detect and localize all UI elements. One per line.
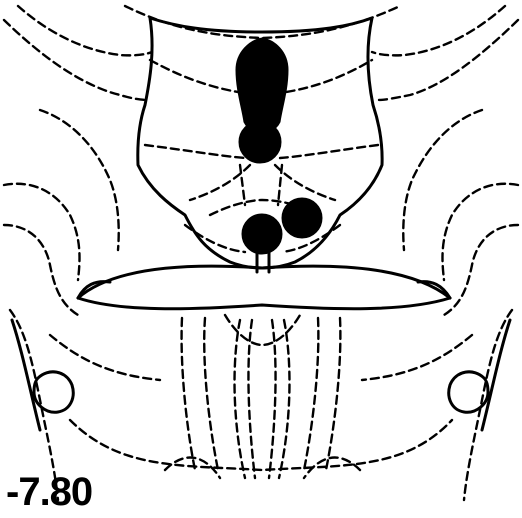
lateral-right-lower [444, 225, 518, 315]
lateral-nucleus-right [449, 372, 488, 412]
inner-v-right [275, 165, 335, 200]
lesion-dorsal-elongated [236, 38, 288, 132]
lateral-left-upper [4, 184, 80, 280]
lateral-right-mid [403, 110, 482, 250]
commissure-upper [78, 266, 450, 298]
ventral-arc-right [362, 335, 472, 380]
ventral-base [70, 420, 452, 470]
dorsal-contour-left [4, 20, 148, 100]
commissure-lower [78, 298, 450, 309]
inner-line-right [280, 145, 378, 158]
ventral-column-3 [326, 318, 340, 470]
ventral-arc-left [50, 335, 160, 380]
commissure-ends [78, 282, 450, 298]
ventral-column-1 [182, 318, 195, 470]
lesion-ventral-left [242, 214, 282, 254]
lateral-left-mid [40, 110, 119, 250]
lesion-middle [239, 121, 281, 163]
ventral-column-2 [204, 318, 218, 470]
inner-line-left [145, 145, 245, 158]
coordinate-label: -7.80 [6, 470, 92, 514]
top-arc-right [372, 6, 505, 55]
lateral-left-lower [4, 225, 78, 315]
lesion-ventral-right [282, 198, 322, 238]
dorsal-contour-right [378, 20, 518, 100]
lateral-nucleus-left [34, 372, 73, 412]
lateral-right-upper [442, 184, 518, 280]
ventral-column-4 [304, 318, 318, 470]
top-arc-left [18, 6, 152, 55]
